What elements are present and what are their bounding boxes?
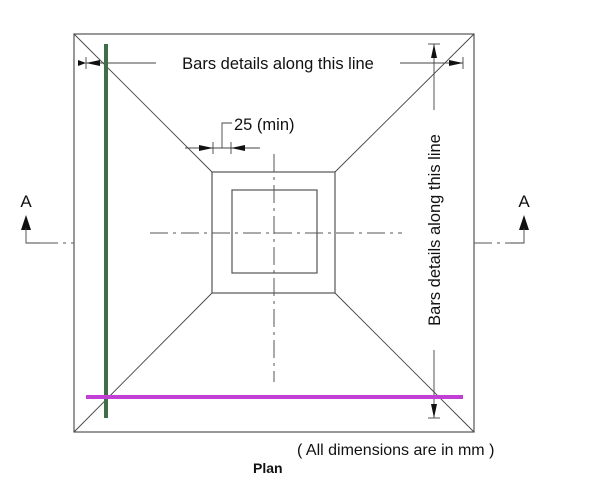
- side-dimension-label: Bars details along this line: [426, 134, 444, 326]
- clearance-dimension: 25 (min): [185, 116, 295, 154]
- clearance-label: 25 (min): [234, 116, 295, 134]
- side-dimension: Bars details along this line: [426, 43, 444, 419]
- section-marker-right: A: [474, 192, 530, 244]
- top-dimension-label: Bars details along this line: [182, 55, 374, 73]
- slope-lines: [73, 33, 475, 433]
- section-marker-left: A: [20, 192, 74, 244]
- section-right-label: A: [518, 192, 530, 211]
- section-left-label: A: [20, 192, 32, 211]
- dimensions-note: ( All dimensions are in mm ): [297, 442, 494, 459]
- plan-title: Plan: [253, 460, 283, 476]
- top-dimension: Bars details along this line: [78, 55, 464, 73]
- footing-outline: [73, 33, 475, 433]
